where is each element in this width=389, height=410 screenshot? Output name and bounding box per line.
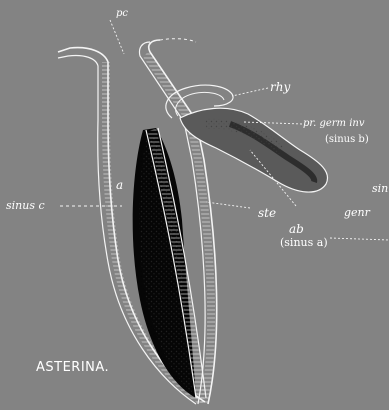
label-pc: pc xyxy=(116,8,128,19)
label-sin-cut: sin xyxy=(372,182,388,195)
label-pr-germ-inv: pr. germ inv xyxy=(303,118,365,129)
label-sinus-a: (sinus a) xyxy=(280,236,328,249)
figure-caption: ASTERINA. xyxy=(36,360,109,375)
label-a: a xyxy=(116,178,123,192)
label-ste: ste xyxy=(258,206,276,220)
label-ab: ab xyxy=(289,222,304,236)
label-rhy: rhy xyxy=(270,80,290,94)
label-genr-cut: genr xyxy=(344,206,370,219)
label-sinus-b: (sinus b) xyxy=(325,134,369,145)
label-sinus-c: sinus c xyxy=(6,199,45,212)
